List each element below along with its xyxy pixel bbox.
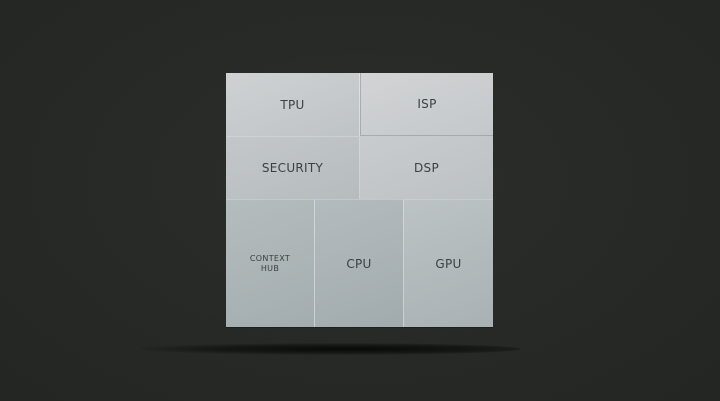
chip-shadow (140, 343, 520, 355)
block-label: TPU (280, 97, 305, 112)
block-label: CPU (346, 256, 372, 271)
block-gpu: GPU (404, 199, 493, 327)
block-label: ISP (417, 97, 437, 111)
block-isp: ISP (360, 73, 493, 136)
block-label: GPU (435, 256, 462, 271)
block-label-line-2: HUB (260, 263, 280, 273)
block-dsp: DSP (360, 136, 493, 199)
block-label: SECURITY (261, 161, 324, 175)
block-security: SECURITY (226, 136, 360, 199)
block-label: DSP (414, 160, 439, 175)
block-label-line-1: CONTEXT (249, 253, 291, 263)
soc-chip-diagram: TPU ISP SECURITY DSP CONTEXT HUB CPU GPU (226, 73, 493, 327)
block-tpu: TPU (226, 73, 360, 136)
block-context-hub: CONTEXT HUB (226, 199, 315, 327)
block-cpu: CPU (315, 199, 404, 327)
